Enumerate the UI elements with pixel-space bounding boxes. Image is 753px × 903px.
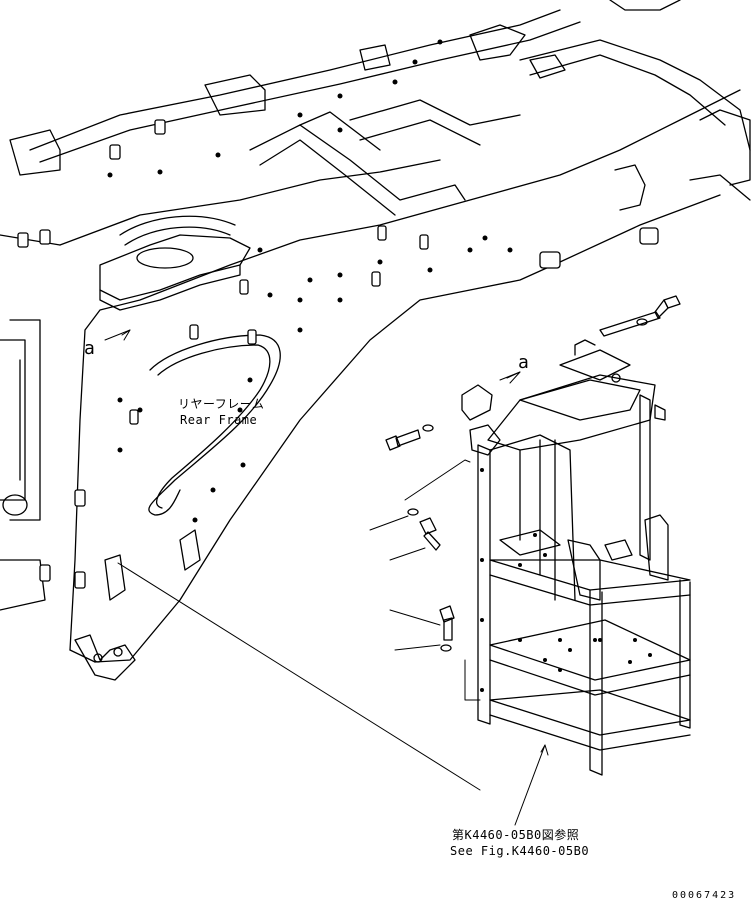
rear-frame-label-jp: リヤーフレーム [178,397,265,411]
leader-lines [104,329,549,826]
callout-a-right: a [518,352,530,373]
figure-reference-jp: 第K4460-05B0図参照 [452,828,580,842]
rear-frame [0,0,751,681]
figure-reference-en: See Fig.K4460-05B0 [450,844,590,858]
document-id: 00067423 [672,890,737,901]
callout-a-left: a [84,338,96,359]
stand-assembly [461,339,691,776]
rear-frame-label-en: Rear Frame [180,413,258,427]
fasteners [385,295,681,652]
